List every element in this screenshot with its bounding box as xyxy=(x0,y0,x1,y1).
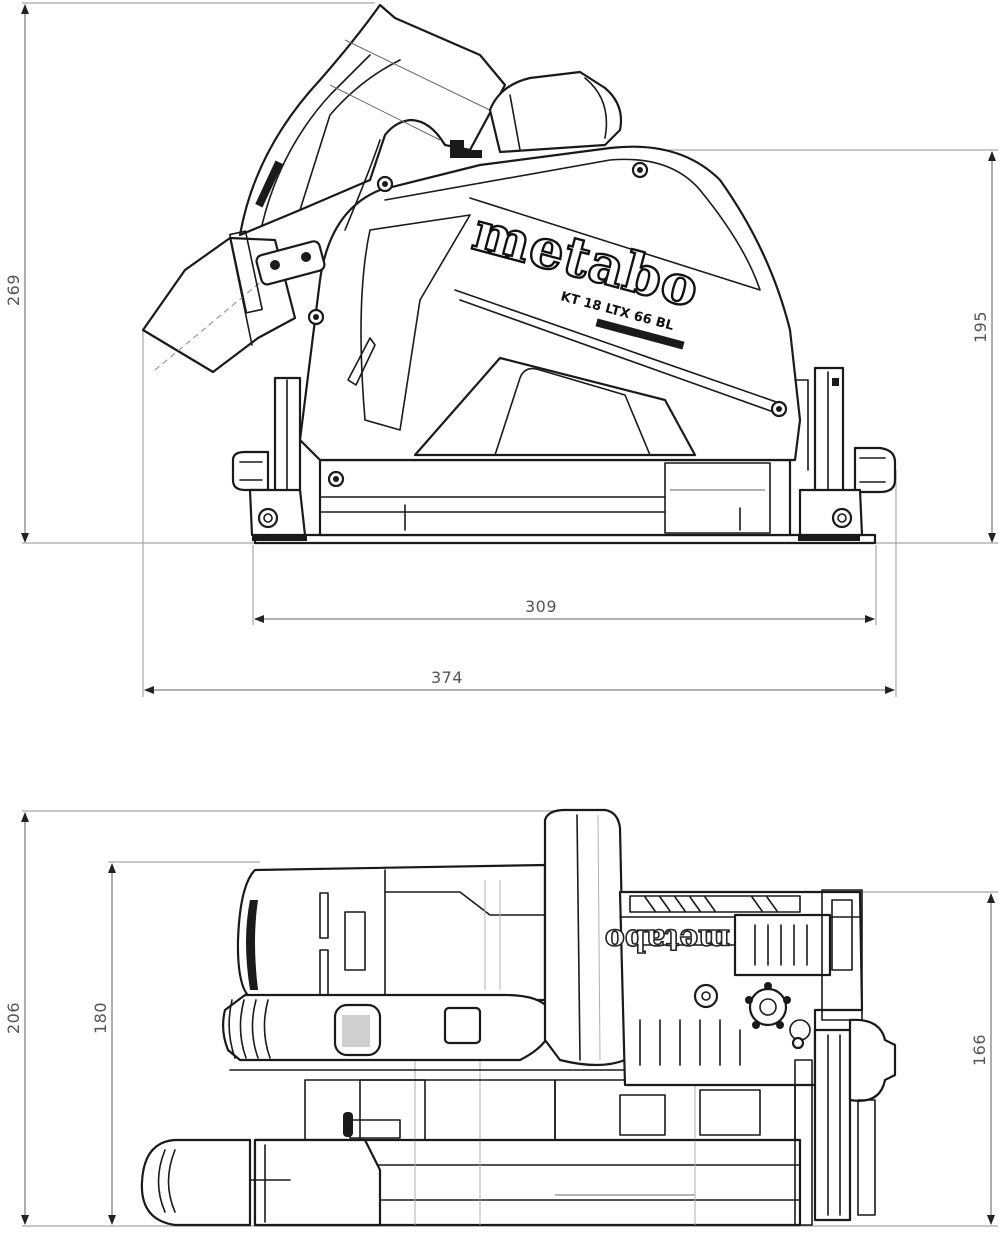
screw-icon xyxy=(327,470,345,488)
dimension-label-180: 180 xyxy=(91,1002,110,1034)
screw-icon xyxy=(376,175,394,193)
screw-icon xyxy=(693,983,719,1009)
dimension-body-width: 180 xyxy=(91,861,260,1225)
brand-logo-mirrored: metabo xyxy=(605,922,730,957)
dimension-base-length: 309 xyxy=(252,545,877,625)
saw-side-drawing: metabo KT 18 LTX 66 BL xyxy=(141,3,897,545)
hatch-pattern xyxy=(644,896,778,912)
screw-icon xyxy=(631,161,649,179)
dimension-label-206: 206 xyxy=(4,1002,23,1034)
dimension-label-195: 195 xyxy=(971,311,990,343)
screw-icon xyxy=(307,308,325,326)
dimension-overall-width: 206 xyxy=(4,810,560,1225)
screw-icon xyxy=(770,400,788,418)
star-knob-icon xyxy=(745,982,791,1029)
dimension-label-309: 309 xyxy=(525,597,557,616)
side-view: 269 195 309 374 xyxy=(4,2,998,697)
dimension-housing-height: 195 xyxy=(630,149,998,543)
ribs xyxy=(639,1019,741,1066)
saw-top-drawing: metabo xyxy=(140,808,897,1227)
dimension-overall-length: 374 xyxy=(142,330,897,697)
dimension-label-166: 166 xyxy=(970,1034,989,1066)
dimension-base-width: 166 xyxy=(860,891,998,1225)
dimension-label-374: 374 xyxy=(431,668,463,687)
top-view: 206 180 166 xyxy=(4,808,998,1227)
dimension-overall-height: 269 xyxy=(4,2,375,543)
dimension-label-269: 269 xyxy=(4,274,23,306)
